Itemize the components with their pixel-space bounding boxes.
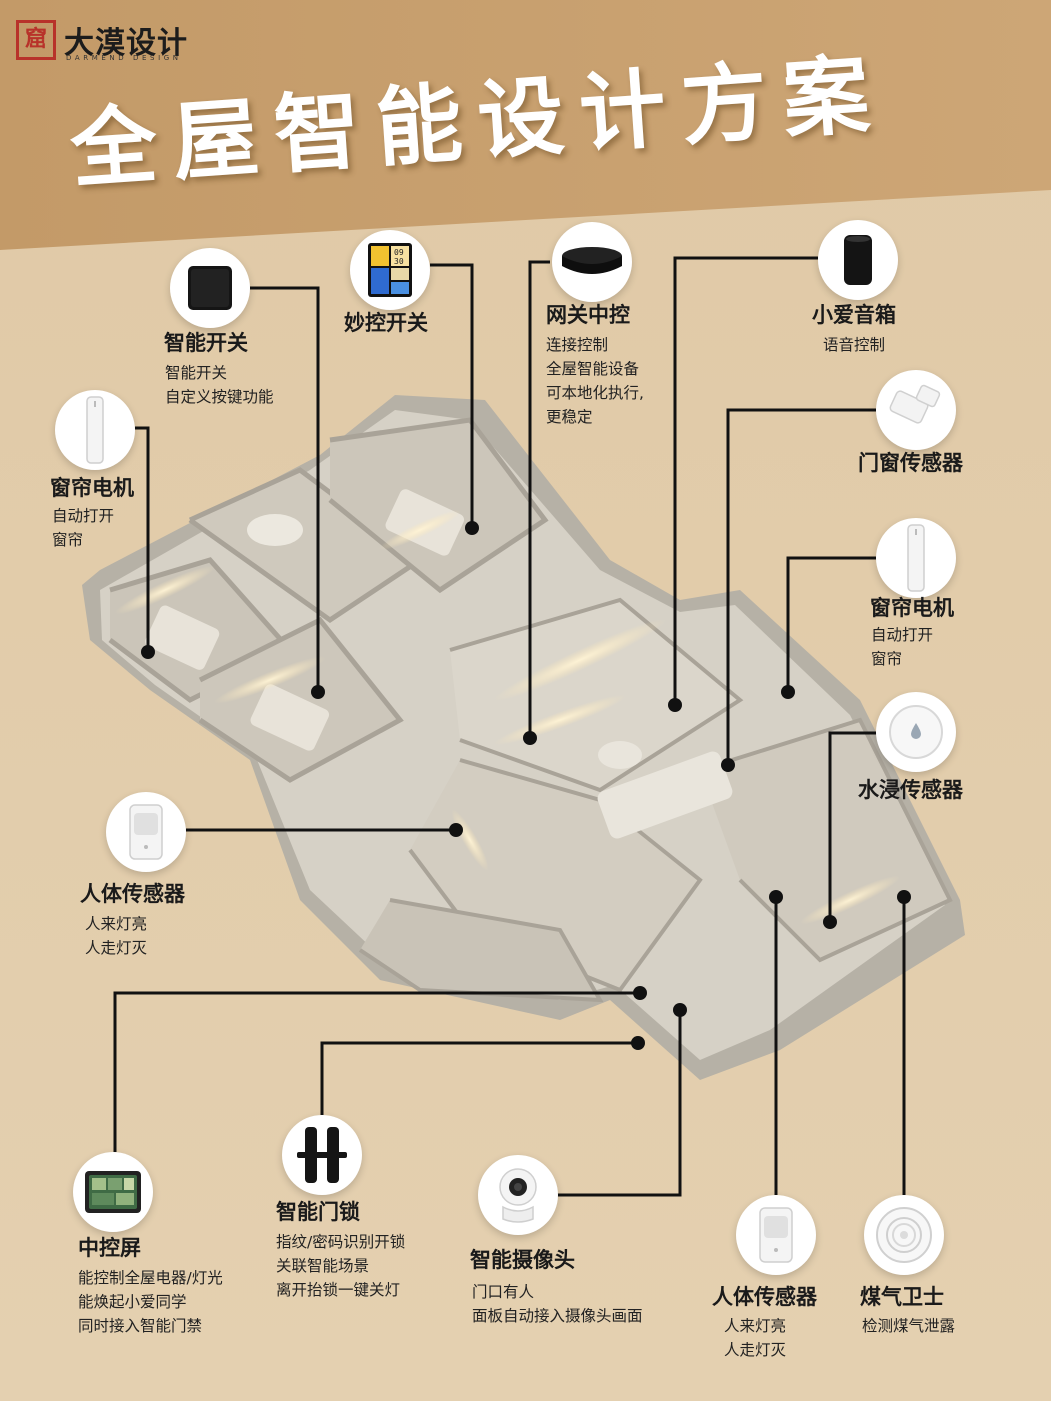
desc-control-screen: 能控制全屋电器/灯光能焕起小爱同学同时接入智能门禁 xyxy=(78,1269,223,1335)
label-camera: 智能摄像头 xyxy=(470,1248,575,1272)
anchor-dot-gateway xyxy=(523,731,537,745)
label-body-sensor-right: 人体传感器 xyxy=(712,1285,817,1309)
curtain-motor-icon xyxy=(55,390,135,470)
label-curtain-motor-right: 窗帘电机 xyxy=(870,596,954,620)
anchor-dot-speaker xyxy=(668,698,682,712)
seal-icon: 窟 xyxy=(16,20,56,60)
anchor-dot-body-sensor-left xyxy=(449,823,463,837)
label-magic-switch: 妙控开关 xyxy=(344,311,428,335)
gas-detector-icon xyxy=(864,1195,944,1275)
label-smart-switch: 智能开关 xyxy=(164,331,248,355)
anchor-dot-smart-switch xyxy=(311,685,325,699)
svg-text:30: 30 xyxy=(394,257,404,266)
desc-speaker: 语音控制 xyxy=(823,336,886,354)
title-banner xyxy=(0,0,1051,250)
label-gas-guard: 煤气卫士 xyxy=(860,1285,944,1309)
speaker-icon xyxy=(818,220,898,300)
anchor-dot-control-screen xyxy=(633,986,647,1000)
desc-smart-switch: 智能开关自定义按键功能 xyxy=(165,364,274,406)
anchor-dot-gas-guard xyxy=(897,890,911,904)
desc-body-sensor-right: 人来灯亮人走灯灭 xyxy=(724,1317,787,1359)
door-lock-icon xyxy=(282,1115,362,1195)
desc-curtain-motor-right: 自动打开窗帘 xyxy=(871,626,934,668)
desc-curtain-motor-left: 自动打开窗帘 xyxy=(52,507,115,549)
label-water-sensor: 水浸传感器 xyxy=(858,778,963,802)
label-control-screen: 中控屏 xyxy=(78,1236,141,1260)
label-door-window-sensor: 门窗传感器 xyxy=(858,451,963,475)
label-gateway: 网关中控 xyxy=(546,303,630,327)
desc-gas-guard: 检测煤气泄露 xyxy=(862,1317,956,1335)
label-curtain-motor-left: 窗帘电机 xyxy=(50,476,134,500)
brand-name-en: DARMEND DESIGN xyxy=(66,54,182,62)
control-screen-icon xyxy=(73,1152,153,1232)
water-sensor-icon xyxy=(876,692,956,772)
camera-icon xyxy=(478,1155,558,1235)
anchor-dot-body-sensor-right xyxy=(769,890,783,904)
desc-body-sensor-left: 人来灯亮人走灯灭 xyxy=(85,915,148,957)
motion-sensor-icon xyxy=(736,1195,816,1275)
door-sensor-icon xyxy=(876,370,956,450)
desc-camera: 门口有人面板自动接入摄像头画面 xyxy=(472,1283,643,1325)
anchor-dot-smart-lock xyxy=(631,1036,645,1050)
desc-gateway: 连接控制全屋智能设备可本地化执行,更稳定 xyxy=(546,336,644,426)
label-smart-lock: 智能门锁 xyxy=(276,1200,360,1224)
anchor-dot-water-sensor xyxy=(823,915,837,929)
label-body-sensor-left: 人体传感器 xyxy=(80,882,185,906)
curtain-motor-icon xyxy=(876,518,956,598)
anchor-dot-magic-switch xyxy=(465,521,479,535)
anchor-dot-door-window-sensor xyxy=(721,758,735,772)
anchor-dot-camera xyxy=(673,1003,687,1017)
anchor-dot-curtain-motor-left xyxy=(141,645,155,659)
gateway-icon xyxy=(552,222,632,302)
brand-name: 大漠设计 xyxy=(64,26,188,61)
touch-panel-icon: 09 30 xyxy=(350,230,430,310)
desc-smart-lock: 指纹/密码识别开锁关联智能场景离开抬锁一键关灯 xyxy=(276,1233,406,1299)
anchor-dot-curtain-motor-right xyxy=(781,685,795,699)
svg-text:09: 09 xyxy=(394,248,404,257)
brand-logo: 窟 大漠设计 DARMEND DESIGN xyxy=(16,20,216,66)
label-speaker: 小爱音箱 xyxy=(812,303,896,327)
smart-switch-icon xyxy=(170,248,250,328)
motion-sensor-icon xyxy=(106,792,186,872)
